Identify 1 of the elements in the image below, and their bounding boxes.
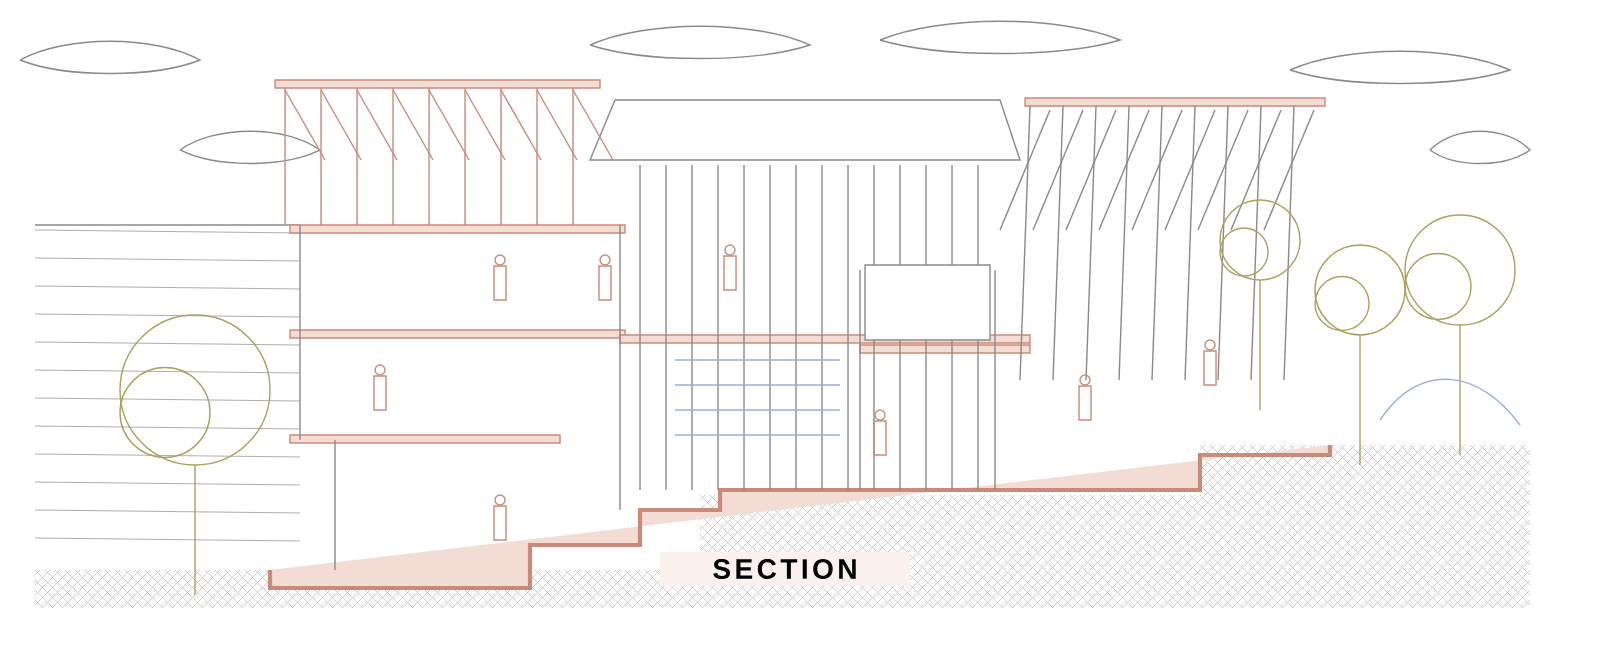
section-label: SECTION (660, 552, 910, 586)
